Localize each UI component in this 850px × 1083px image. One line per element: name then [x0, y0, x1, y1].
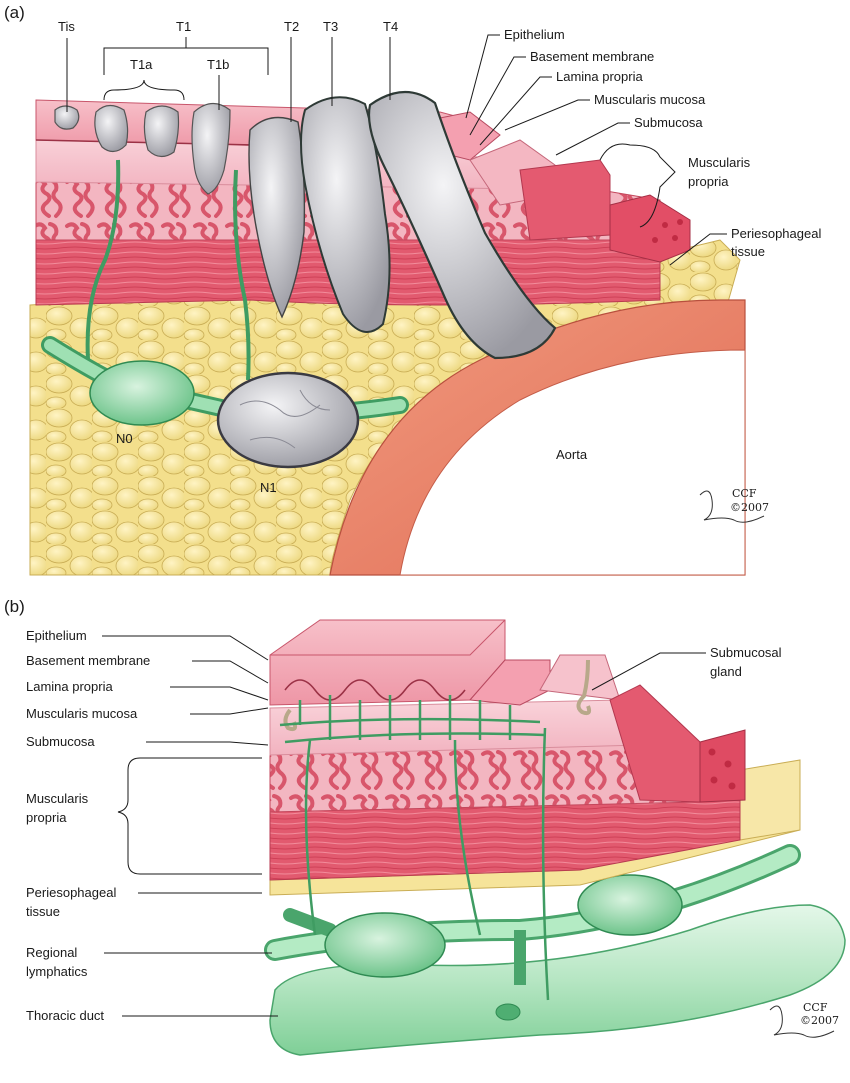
label-basement-membrane-a: Basement membrane	[530, 49, 654, 64]
stage-label-t1b: T1b	[207, 57, 229, 72]
muscle-block-b	[609, 194, 691, 263]
muscularis-propria-longitudinal-b	[269, 799, 741, 881]
label-muscularis-propria-b-2: propria	[26, 810, 67, 825]
submucosa-block-b	[539, 654, 621, 701]
aorta-lumen	[399, 349, 746, 576]
stage-label-t3: T3	[323, 19, 338, 34]
tumor-t1a-1	[94, 104, 129, 153]
layer-leaders-b	[102, 635, 706, 1017]
label-muscularis-mucosa-b: Muscularis mucosa	[26, 706, 138, 721]
label-lamina-propria-a: Lamina propria	[556, 69, 643, 84]
muscle-block-a	[519, 159, 611, 241]
label-lamina-propria-b: Lamina propria	[26, 679, 113, 694]
panel-a-tag: (a)	[4, 3, 25, 22]
lymph-node-n1	[216, 371, 360, 469]
stage-leaders	[66, 37, 391, 122]
stage-label-t1: T1	[176, 19, 191, 34]
stage-label-t2: T2	[284, 19, 299, 34]
tumor-t1b	[191, 102, 231, 195]
label-periesophageal-b-2: tissue	[26, 904, 60, 919]
label-thoracic-duct: Thoracic duct	[26, 1008, 104, 1023]
label-regional-lymphatics-2: lymphatics	[26, 964, 88, 979]
lymph-branch-b1	[283, 908, 337, 937]
regional-node-2	[577, 874, 683, 936]
stage-label-tis: Tis	[58, 19, 75, 34]
label-submucosa-b: Submucosa	[26, 734, 95, 749]
signature-a-ccf: CCF	[732, 487, 757, 500]
tumor-t3	[300, 96, 391, 333]
panel-b-tag: (b)	[4, 597, 25, 616]
duct-opening	[495, 1003, 521, 1021]
signature-a-year: ©2007	[730, 501, 769, 514]
tumor-t1a-2	[143, 105, 180, 158]
lymph-node-n0	[89, 360, 195, 426]
epithelium-b	[269, 619, 506, 706]
label-periesophageal-b-1: Periesophageal	[26, 885, 116, 900]
stage-label-t1a: T1a	[130, 57, 153, 72]
regional-node-1	[324, 912, 446, 978]
label-epithelium-a: Epithelium	[504, 27, 565, 42]
thoracic-duct	[269, 904, 846, 1056]
label-muscularis-propria-b-1: Muscularis	[26, 791, 89, 806]
label-regional-lymphatics-1: Regional	[26, 945, 77, 960]
aorta-label: Aorta	[556, 447, 588, 462]
signature-b-ccf: CCF	[803, 1001, 828, 1014]
label-periesophageal-a-1: Periesophageal	[731, 226, 821, 241]
signature-b-year: ©2007	[800, 1014, 839, 1027]
label-muscularis-propria-a-1: Muscularis	[688, 155, 751, 170]
tumor-t4	[367, 90, 557, 360]
stage-label-t4: T4	[383, 19, 398, 34]
label-submucosal-gland-1: Submucosal	[710, 645, 782, 660]
basement-membrane-line-b	[284, 679, 466, 701]
label-periesophageal-a-2: tissue	[731, 244, 765, 259]
label-submucosal-gland-2: gland	[710, 664, 742, 679]
lymph-vessel-a2	[233, 169, 251, 381]
label-submucosa-a: Submucosa	[634, 115, 703, 130]
tumor-tis	[54, 105, 80, 130]
submucosal-gland	[576, 659, 592, 716]
artist-signature-a: CCF ©2007	[699, 487, 769, 523]
muscle-block-d	[699, 729, 746, 803]
label-epithelium-b: Epithelium	[26, 628, 87, 643]
lymph-vessel-a1	[85, 159, 121, 361]
artist-signature-b: CCF ©2007	[769, 1001, 839, 1038]
lymphatic-network-b	[279, 695, 550, 1001]
n0-label: N0	[116, 431, 133, 446]
label-muscularis-propria-a-2: propria	[688, 174, 729, 189]
layer-leaders-a	[465, 34, 727, 266]
n1-label: N1	[260, 480, 277, 495]
label-muscularis-mucosa-a: Muscularis mucosa	[594, 92, 706, 107]
label-basement-membrane-b: Basement membrane	[26, 653, 150, 668]
tumor-t2	[248, 116, 306, 319]
